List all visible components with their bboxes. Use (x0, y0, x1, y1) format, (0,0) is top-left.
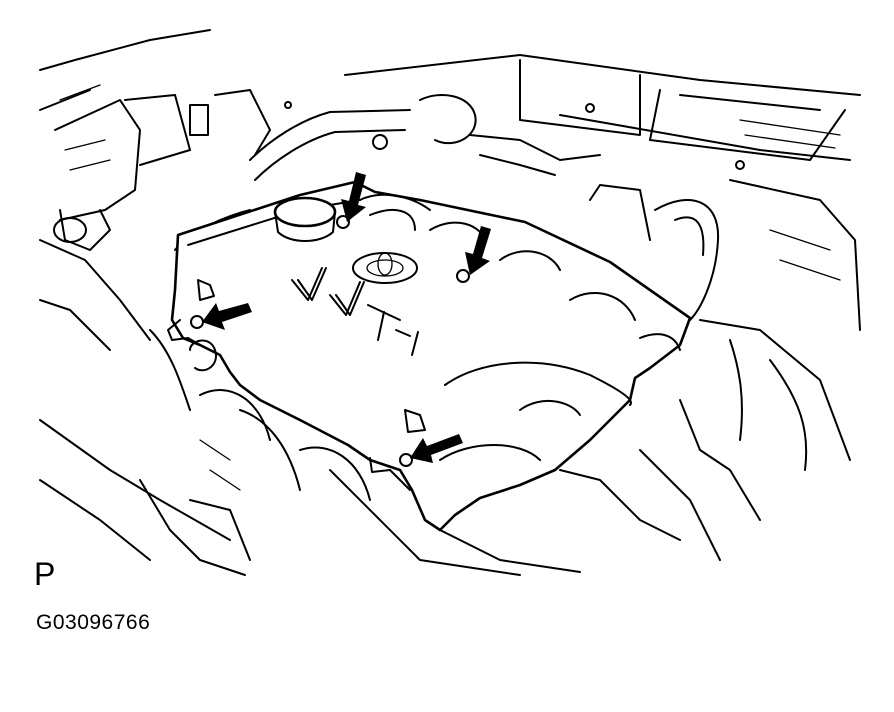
arrow-front-left-icon (341, 172, 366, 222)
nut-4 (399, 453, 413, 467)
arrow-front-center-icon (465, 226, 491, 275)
callout-arrows (202, 172, 491, 463)
engine-bay-background (39, 29, 861, 576)
arrow-left-side-icon (202, 303, 252, 330)
vvti-lettering (291, 267, 419, 356)
view-label: P (34, 556, 56, 592)
figure-id: G03096766 (36, 611, 151, 634)
nut-2 (456, 269, 470, 283)
arrow-rear-right-icon (410, 434, 463, 463)
nut-1 (336, 215, 350, 229)
engine-cover (167, 180, 692, 532)
